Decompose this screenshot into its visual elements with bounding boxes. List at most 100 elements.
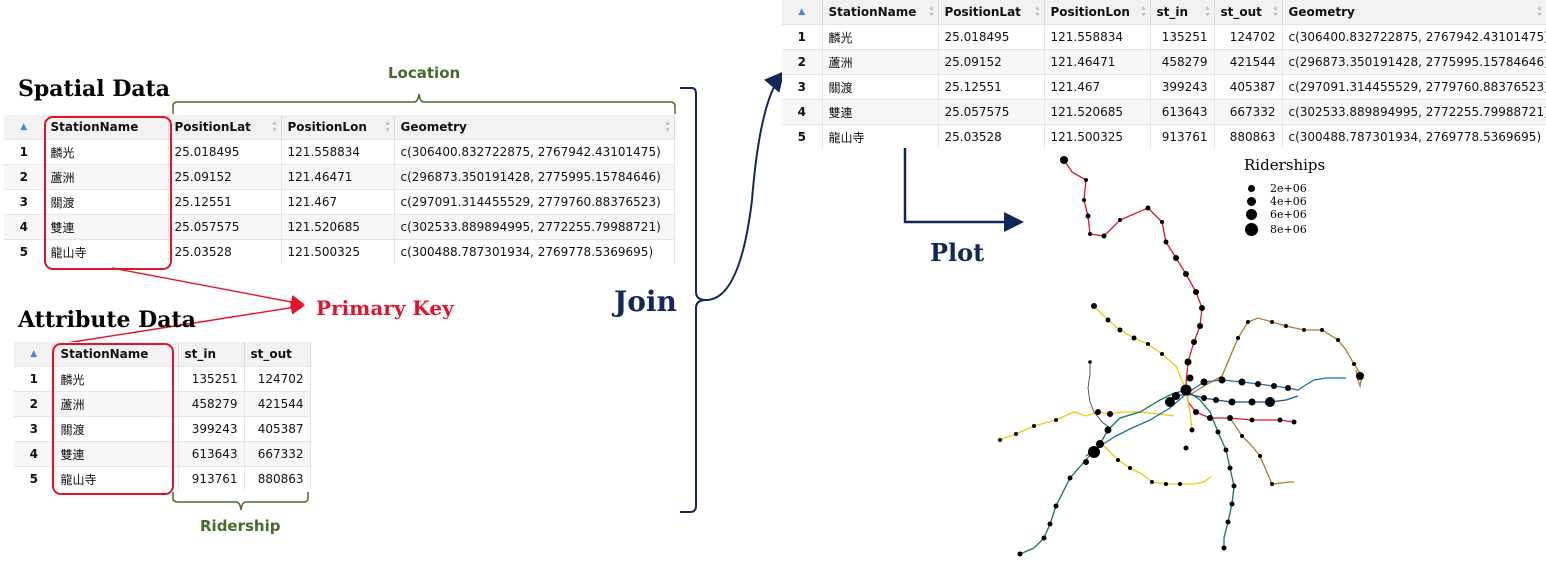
cell: 458279	[178, 391, 245, 417]
row-index: 4	[782, 99, 823, 125]
station-dot	[1228, 398, 1236, 406]
sort-icon[interactable]: ▲	[4, 115, 45, 140]
cell: 關渡	[44, 189, 169, 215]
cell: 121.520685	[281, 214, 395, 240]
cell: 龍山寺	[54, 466, 179, 491]
cell: 龍山寺	[822, 124, 939, 149]
yellow-line-west	[999, 411, 1175, 441]
joined-col-stationname[interactable]: StationName▴▾	[822, 0, 939, 25]
cell: 25.018495	[938, 24, 1045, 50]
attribute-col-st-out[interactable]: st_out	[244, 342, 311, 367]
station-dot	[1163, 239, 1169, 245]
spatial-key-highlight	[44, 116, 172, 270]
station-dot	[1032, 424, 1036, 428]
spatial-col-positionlon[interactable]: PositionLon▴▾	[281, 115, 395, 140]
cell: 913761	[1150, 124, 1215, 149]
cell: 雙連	[822, 99, 939, 125]
station-dot	[1172, 392, 1180, 400]
ridership-brace	[172, 492, 309, 511]
cell: 613643	[178, 441, 245, 467]
cell: 613643	[1150, 99, 1215, 125]
cell: c(296873.350191428, 2775995.15784646)	[1282, 49, 1546, 75]
station-dot	[1183, 271, 1189, 277]
station-dot	[1082, 198, 1086, 202]
cell: 關渡	[822, 74, 939, 100]
station-dot	[1118, 218, 1122, 222]
joined-col-positionlat[interactable]: PositionLat▴▾	[938, 0, 1045, 25]
station-dot	[998, 438, 1002, 442]
station-dot	[1105, 317, 1111, 323]
brown-line-south	[1229, 417, 1294, 485]
cell: 121.46471	[281, 164, 395, 190]
station-dot	[1249, 417, 1255, 423]
cell: 121.520685	[1044, 99, 1151, 125]
station-dot	[1265, 397, 1275, 407]
cell: 25.057575	[938, 99, 1045, 125]
legend-item: 2e+06	[1244, 182, 1354, 195]
cell: c(306400.832722875, 2767942.43101475)	[1282, 24, 1546, 50]
joined-col-positionlon[interactable]: PositionLon▴▾	[1044, 0, 1151, 25]
station-dot	[1240, 434, 1244, 438]
cell: 25.09152	[938, 49, 1045, 75]
station-dot	[1193, 289, 1199, 295]
joined-col-st-in[interactable]: st_in▴▾	[1150, 0, 1215, 25]
spatial-col-stationname[interactable]: StationName	[44, 115, 169, 140]
legend-title: Riderships	[1244, 156, 1326, 174]
station-dot	[1117, 327, 1123, 333]
cell: 蘆洲	[54, 391, 179, 417]
station-dot	[1014, 432, 1018, 436]
station-dot	[1336, 338, 1340, 342]
station-dot	[1193, 409, 1199, 415]
legend-dot	[1246, 209, 1257, 220]
spatial-col-geometry[interactable]: Geometry▴▾	[394, 115, 675, 140]
sort-icon[interactable]: ▲	[782, 0, 823, 25]
attribute-col-stationname[interactable]: StationName	[54, 342, 179, 367]
station-dot	[1258, 454, 1262, 458]
joined-col-geometry[interactable]: Geometry▴▾	[1282, 0, 1546, 25]
station-dot	[1160, 220, 1164, 224]
legend-dot	[1245, 223, 1258, 236]
cell: 麟光	[44, 139, 169, 165]
joined-col-st-out[interactable]: st_out▴▾	[1214, 0, 1283, 25]
station-dot	[1054, 418, 1058, 422]
attribute-key-highlight	[52, 343, 174, 495]
station-dot	[1088, 232, 1092, 236]
station-dot	[1150, 480, 1154, 484]
station-dot	[1183, 445, 1189, 451]
row-index: 3	[782, 74, 823, 100]
sort-icon[interactable]: ▲	[14, 342, 55, 367]
station-dot	[1221, 545, 1227, 551]
legend-item: 8e+06	[1244, 221, 1354, 237]
station-dot	[1271, 383, 1277, 389]
station-dot	[1041, 535, 1047, 541]
cell: 121.500325	[281, 239, 395, 264]
cell: 121.467	[281, 189, 395, 215]
cell: c(300488.787301934, 2769778.5369695)	[1282, 124, 1546, 149]
station-dot	[1146, 342, 1150, 346]
station-dot	[1096, 440, 1104, 448]
station-dot	[1227, 415, 1233, 421]
station-dot	[1284, 324, 1288, 328]
legend-dot	[1247, 197, 1256, 206]
attribute-col-st-in[interactable]: st_in	[178, 342, 245, 367]
station-dot	[1160, 352, 1164, 356]
legend-label: 8e+06	[1270, 223, 1307, 236]
station-dot	[1164, 482, 1168, 486]
station-dot	[1225, 519, 1231, 525]
cell: 25.03528	[168, 239, 282, 264]
legend-item: 6e+06	[1244, 208, 1354, 221]
spatial-data-title: Spatial Data	[18, 76, 171, 102]
cell: c(297091.314455529, 2779760.88376523)	[1282, 74, 1546, 100]
spatial-col-positionlat[interactable]: PositionLat▴▾	[168, 115, 282, 140]
cell: 405387	[1214, 74, 1283, 100]
station-dot	[1116, 458, 1120, 462]
cell: 121.558834	[1044, 24, 1151, 50]
green-line	[1019, 389, 1235, 555]
metro-map	[998, 156, 1364, 557]
cell: 25.057575	[168, 214, 282, 240]
